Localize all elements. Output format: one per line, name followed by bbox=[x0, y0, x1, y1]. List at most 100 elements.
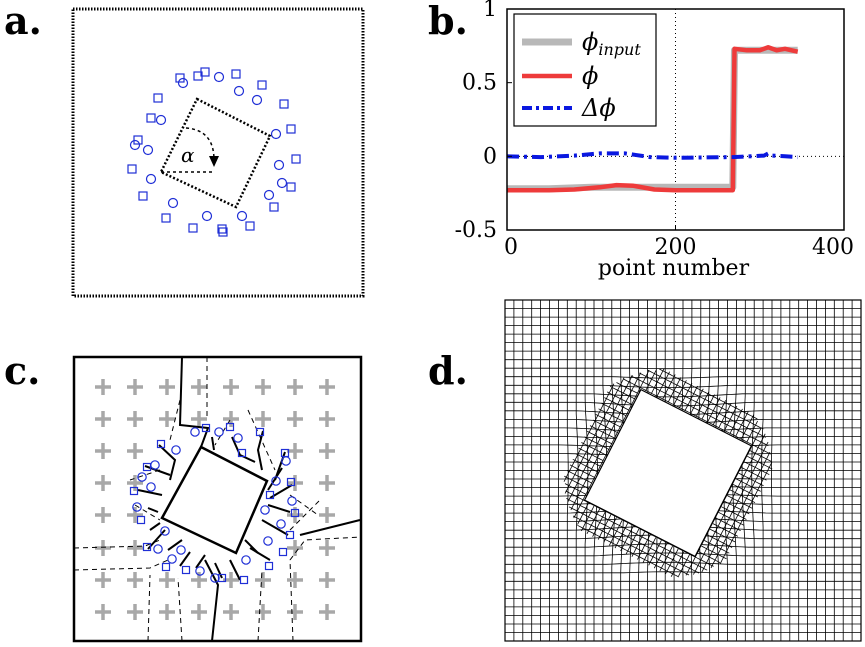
mesh-fine-line bbox=[659, 368, 758, 420]
x-tick-label: 0 bbox=[504, 235, 518, 260]
square-marker bbox=[142, 542, 152, 552]
plus-marker bbox=[191, 572, 207, 588]
panel-c: c. bbox=[4, 348, 363, 643]
circle-marker bbox=[271, 476, 281, 486]
plus-marker bbox=[287, 443, 303, 459]
square-marker bbox=[218, 227, 228, 237]
panel-a-label: a. bbox=[4, 0, 42, 43]
dashed-boundary bbox=[247, 409, 276, 471]
connection-line bbox=[178, 356, 210, 448]
square-marker bbox=[264, 561, 274, 571]
mesh-fine-line bbox=[595, 414, 759, 498]
circle-marker bbox=[263, 189, 275, 201]
plus-marker bbox=[95, 572, 111, 588]
x-tick-label: 400 bbox=[812, 235, 854, 260]
point-markers bbox=[127, 67, 301, 237]
dashed-boundary bbox=[257, 569, 263, 642]
square-marker bbox=[245, 221, 255, 231]
plus-marker bbox=[127, 540, 143, 556]
circle-marker bbox=[146, 482, 156, 492]
square-marker bbox=[255, 427, 265, 437]
dashed-boundary bbox=[134, 504, 161, 521]
mesh-fine-line bbox=[567, 375, 633, 502]
square-marker bbox=[280, 448, 290, 458]
connection-line bbox=[195, 554, 206, 569]
mesh-fine-line bbox=[578, 447, 741, 532]
mesh-fine-line bbox=[603, 380, 687, 543]
mesh-fine-line bbox=[670, 414, 755, 577]
circle-marker bbox=[287, 496, 297, 506]
connection-line bbox=[137, 489, 163, 496]
plus-marker bbox=[319, 540, 335, 556]
circle-marker bbox=[177, 77, 189, 89]
mesh-fine-line bbox=[637, 397, 721, 560]
mesh-fine-line bbox=[566, 470, 730, 554]
plus-marker bbox=[95, 540, 111, 556]
circle-marker bbox=[210, 573, 220, 583]
mesh-fine-line bbox=[584, 436, 747, 520]
circle-marker bbox=[260, 505, 270, 515]
square-marker bbox=[279, 99, 289, 109]
square-marker bbox=[153, 93, 163, 103]
circle-marker bbox=[150, 460, 160, 470]
square-marker bbox=[188, 223, 198, 233]
panel-a: a. α bbox=[4, 0, 365, 298]
point-markers-c bbox=[129, 422, 300, 585]
connection-line bbox=[158, 444, 177, 481]
dashed-boundary bbox=[177, 577, 183, 642]
circle-marker bbox=[236, 210, 248, 222]
square-marker bbox=[239, 575, 249, 585]
square-marker bbox=[161, 213, 171, 223]
mesh-fine-line bbox=[568, 506, 700, 574]
connection-line bbox=[261, 519, 289, 536]
mesh-fine-line bbox=[572, 515, 690, 576]
circle-marker bbox=[276, 519, 286, 529]
mesh-fine-line bbox=[572, 458, 736, 543]
y-tick-label: 0 bbox=[483, 144, 497, 169]
circle-marker bbox=[195, 566, 205, 576]
plus-marker bbox=[287, 572, 303, 588]
grid-plus-markers bbox=[95, 379, 335, 620]
circle-marker bbox=[153, 544, 163, 554]
dashed-boundary bbox=[73, 559, 169, 571]
square-marker bbox=[217, 573, 227, 583]
connection-line bbox=[229, 559, 241, 581]
mesh-fine-line bbox=[573, 370, 650, 519]
connection-line bbox=[256, 430, 264, 471]
square-marker bbox=[193, 71, 203, 81]
mesh-fine-line bbox=[577, 524, 680, 578]
circle-marker bbox=[213, 71, 225, 83]
square-marker bbox=[133, 135, 143, 145]
square-marker bbox=[138, 191, 148, 201]
mesh-fine-line bbox=[604, 397, 767, 481]
circle-marker bbox=[270, 128, 282, 140]
mesh-line bbox=[505, 401, 861, 407]
domain-boundary bbox=[71, 7, 365, 298]
panel-c-label: c. bbox=[4, 348, 40, 393]
plus-marker bbox=[319, 443, 335, 459]
mesh-fine-line bbox=[597, 377, 682, 540]
circle-marker bbox=[142, 144, 154, 156]
plus-marker bbox=[127, 572, 143, 588]
circle-marker bbox=[276, 177, 288, 189]
series-line-2 bbox=[506, 151, 798, 160]
mesh-line bbox=[505, 561, 861, 565]
plus-marker bbox=[319, 507, 335, 523]
series-line-1 bbox=[507, 45, 799, 193]
panel-d-label: d. bbox=[428, 348, 468, 393]
circle-marker bbox=[190, 427, 200, 437]
square-marker bbox=[129, 486, 139, 496]
plus-marker bbox=[95, 507, 111, 523]
connection-line bbox=[147, 507, 159, 513]
cell-dashed-lines bbox=[73, 357, 362, 642]
connection-line bbox=[211, 436, 215, 451]
connection-line bbox=[144, 465, 171, 476]
y-tick-label: 0.5 bbox=[462, 71, 497, 96]
plus-marker bbox=[287, 540, 303, 556]
dashed-boundary bbox=[289, 536, 362, 642]
mesh-fine-line bbox=[589, 425, 753, 509]
square-marker bbox=[278, 547, 288, 557]
plus-marker bbox=[191, 379, 207, 395]
angle-arrowhead bbox=[209, 156, 219, 167]
